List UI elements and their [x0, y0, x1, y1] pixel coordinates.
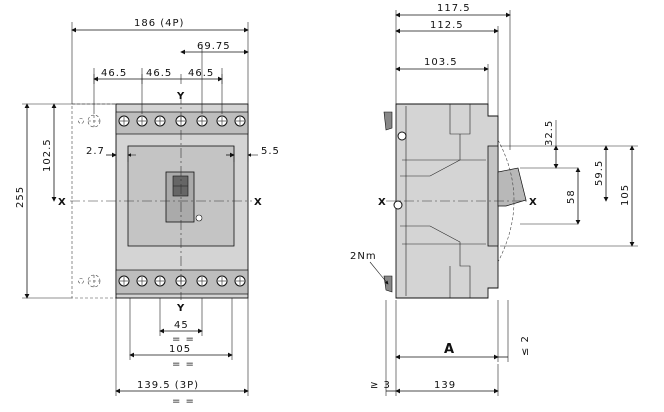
dim-pitch-3: 46.5: [188, 68, 214, 79]
dim-45-eq: = =: [172, 334, 195, 345]
dim-102-5: 102.5: [42, 138, 53, 172]
side-handle: [497, 167, 527, 207]
dim-103-5: 103.5: [424, 57, 458, 68]
side-terminal-top: [383, 111, 393, 131]
side-screw-top: [397, 131, 407, 141]
side-x-label-right: X: [529, 197, 537, 208]
dim-45: 45: [174, 320, 189, 331]
x-axis-label-left: X: [58, 197, 66, 208]
dim-105-eq: = =: [172, 359, 195, 370]
torque-leader: [369, 261, 389, 285]
operating-handle: [165, 171, 195, 223]
dim-pitch-2: 46.5: [146, 68, 172, 79]
dim-186-4p: 186 (4P): [134, 18, 184, 29]
dim-ge-3: ≥ 3: [370, 380, 391, 391]
dim-5-5: 5.5: [261, 146, 280, 157]
dim-total-height: 255: [15, 186, 26, 208]
bottom-terminal-screws: [118, 275, 246, 287]
dim-58: 58: [566, 189, 577, 204]
dim-139: 139: [434, 380, 456, 391]
side-view: X X 117.5 112.5 103.5 32.5 58 59.5 105: [350, 3, 638, 396]
dim-105: 105: [169, 344, 191, 355]
dim-139-5-eq: = =: [172, 396, 195, 407]
dim-pitch-1: 46.5: [101, 68, 127, 79]
dim-2-7: 2.7: [86, 146, 105, 157]
torque-label: 2Nm: [350, 251, 377, 262]
fourth-pole-screws: [78, 114, 101, 288]
dim-112-5: 112.5: [430, 20, 464, 31]
x-axis-label-right: X: [254, 197, 262, 208]
dim-69-75: 69.75: [197, 41, 231, 52]
side-front-face: [487, 145, 499, 247]
dim-le-2: ≤ 2: [520, 335, 531, 356]
dim-59-5: 59.5: [594, 160, 605, 186]
y-axis-label-top: Y: [176, 91, 185, 102]
y-axis-label-bottom: Y: [176, 303, 185, 314]
dim-105-side: 105: [620, 184, 631, 206]
handle-swing-arc: [497, 139, 515, 263]
side-screw-center: [393, 200, 403, 210]
top-terminal-screws: [118, 115, 246, 127]
push-to-trip-button: [195, 214, 203, 222]
front-view: X X Y Y 186 (4P) 69.75 46.5 46.5 46.5: [15, 18, 280, 407]
dim-117-5: 117.5: [437, 3, 471, 14]
dim-a: A: [444, 342, 454, 357]
dim-139-5-3p: 139.5 (3P): [137, 380, 199, 391]
side-x-label-left: X: [378, 197, 386, 208]
dim-32-5: 32.5: [544, 120, 555, 146]
